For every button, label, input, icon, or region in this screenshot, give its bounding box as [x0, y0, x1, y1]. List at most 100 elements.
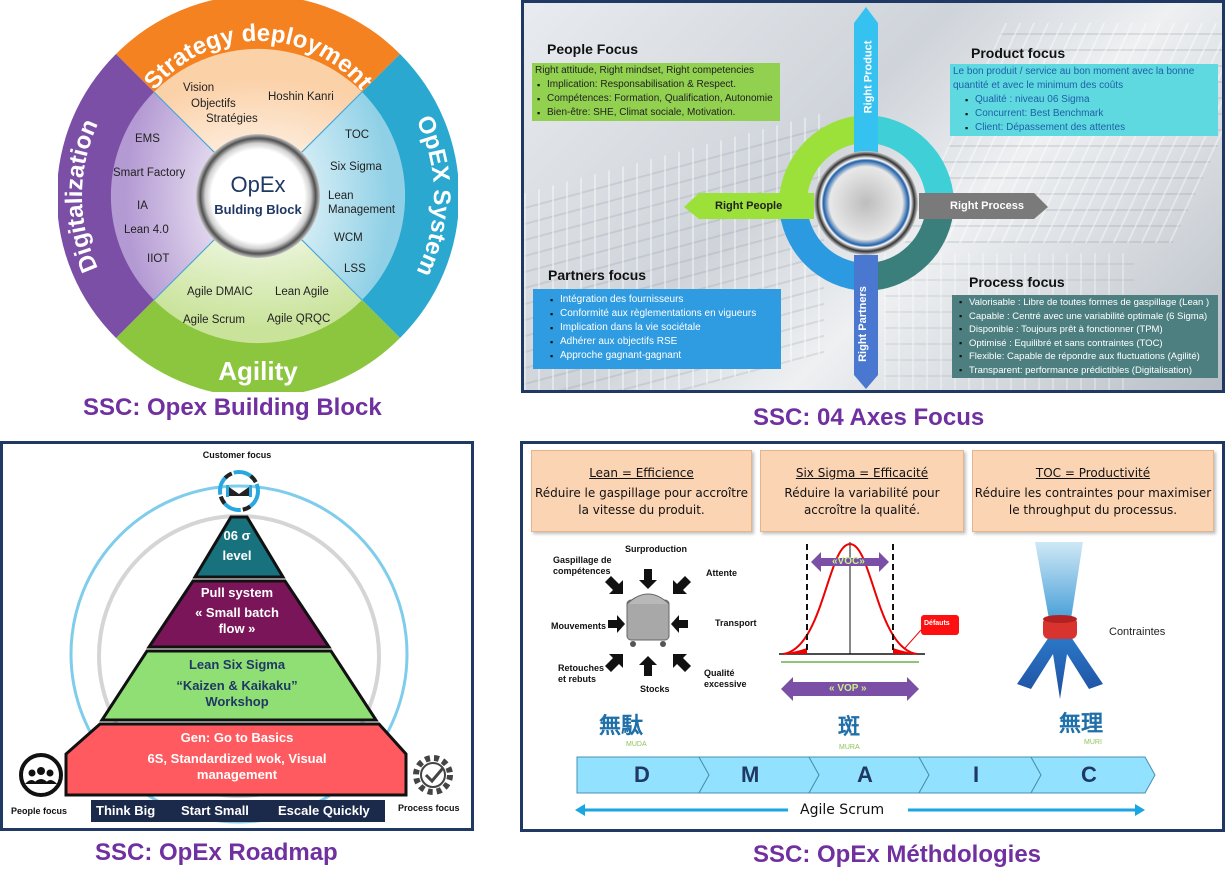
handshake-icon [218, 470, 260, 512]
waste-retouches-rebuts: Retouches et rebuts [558, 663, 605, 684]
caption-roadmap: SSC: OpEx Roadmap [95, 839, 338, 866]
defects-label: Défauts [924, 620, 950, 627]
caption-building-block: SSC: Opex Building Block [83, 394, 382, 421]
item-lss: LSS [344, 263, 366, 275]
item-wcm: WCM [334, 232, 363, 244]
people-focus-item: Bien-être: SHE, Climat sociale, Motivati… [537, 106, 777, 120]
label-right-partners: Right Partners [856, 286, 869, 362]
dmaic-chevrons [576, 756, 1156, 794]
pyramid-level-2 [146, 579, 332, 649]
level-1-line-1: 06 σ [223, 528, 251, 543]
partners-focus-item: Adhérer aux objectifs RSE [550, 335, 778, 349]
arc-product [867, 115, 954, 201]
process-focus-item: Capable : Centré avec une variabilité op… [959, 310, 1215, 324]
item-strategies: Stratégies [206, 113, 258, 125]
arc-process [867, 205, 954, 291]
waste-qualite-excessive: Qualité excessive [704, 668, 747, 689]
item-smart-factory: Smart Factory [113, 167, 186, 179]
vop-label: « VOP » [829, 683, 867, 694]
lean-box: Lean = Efficience Réduire le gaspillage … [531, 450, 752, 532]
toc-box: TOC = Productivité Réduire les contraint… [972, 450, 1214, 532]
inner-quadrants [110, 48, 406, 344]
level-3-line-2: “Kaizen & Kaikaku” [176, 678, 298, 693]
arrow-right-process [919, 193, 1048, 219]
partners-focus-item: Intégration des fournisseurs [550, 293, 778, 307]
center-subtitle: Bulding Block [214, 202, 302, 217]
item-iiot: IIOT [147, 253, 170, 265]
product-focus-item: Qualité : niveau 06 Sigma [965, 93, 1215, 107]
waste-mouvements: Mouvements [551, 621, 607, 631]
arc-people [779, 115, 865, 201]
voc-arrow [811, 552, 889, 572]
banner-think-big: Think Big [96, 803, 156, 818]
center-title: OpEx [230, 172, 286, 197]
banner-escale-quickly: Escale Quickly [278, 803, 370, 818]
waste-arrows [605, 569, 691, 676]
wheel-graphic: Strategy deployment OpEX System Digitali… [56, 0, 460, 398]
partners-focus-item: Approche gagnant-gagnant [550, 349, 778, 363]
constraint-label: Contraintes [1109, 626, 1166, 638]
muri-romaji: MURI [1084, 739, 1102, 746]
process-focus-item: Valorisable : Libre de toutes formes de … [959, 296, 1215, 310]
item-objectifs: Objectifs [191, 98, 236, 110]
process-focus-item: Disponible : Toujours prêt à fonctionner… [959, 323, 1215, 337]
level-2-line-1: Pull system [200, 585, 274, 600]
label-right-process: Right Process [950, 200, 1024, 212]
constraint-funnel [1017, 542, 1103, 699]
waste-attente: Attente [706, 568, 737, 578]
pyramid-level-3 [99, 649, 379, 722]
process-focus-title: Process focus [969, 274, 1065, 290]
people-focus-item: Implication: Responsabilisation & Respec… [537, 78, 777, 92]
item-ia: IA [137, 200, 148, 212]
mura-romaji: MURA [839, 744, 860, 751]
voc-label: «VOC» [832, 556, 865, 567]
process-focus-item: Transparent: performance prédictibles (D… [959, 364, 1215, 378]
level-1-line-2: level [222, 548, 252, 563]
methodologies-graphic [575, 542, 1156, 816]
item-agile-dmaic: Agile DMAIC [187, 286, 253, 298]
banner-start-small: Start Small [181, 803, 249, 818]
center-hub [196, 134, 320, 258]
waste-transport: Transport [715, 618, 757, 628]
people-focus-title: People Focus [547, 41, 639, 57]
partners-focus-item: Conformité aux règlementations en vigueu… [550, 307, 778, 321]
partners-focus-title: Partners focus [548, 267, 647, 283]
pyramid-level-4 [64, 722, 408, 797]
waste-bin-icon [626, 593, 670, 647]
product-focus-item: Concurrent: Best Benchmark [965, 107, 1215, 121]
mura-kanji: 斑 [838, 714, 861, 739]
item-hoshin-kanri: Hoshin Kanri [268, 91, 334, 103]
item-lean: Lean [328, 190, 354, 202]
six-sigma-box: Six Sigma = Efficacité Réduire la variab… [760, 450, 964, 532]
level-4-line-3: management [196, 767, 278, 782]
six-sigma-heading: Six Sigma = Efficacité [795, 466, 929, 480]
defects-badge [921, 615, 959, 635]
toc-heading: TOC = Productivité [1035, 466, 1151, 480]
pyramid-graphic [19, 470, 453, 824]
dmaic-improve: I [973, 762, 980, 787]
level-3-line-1: Lean Six Sigma [188, 657, 286, 672]
product-focus-title: Product focus [971, 45, 1066, 61]
level-4-line-1: Gen: Go to Basics [180, 730, 294, 745]
waste-gaspillage-competences: Gaspillage de compétences [553, 555, 612, 576]
dmaic-define: D [634, 762, 650, 787]
axes-focus-panel: Right Product Right People Right Process… [521, 0, 1225, 393]
six-sigma-text: Réduire la variabilité pour accroître la… [784, 486, 940, 517]
waste-surproduction: Surproduction [625, 544, 687, 554]
item-agile-scrum: Agile Scrum [183, 314, 245, 326]
opex-roadmap-panel: Customer focus 06 σ level Pull system « … [0, 441, 474, 831]
partners-focus-item: Implication dans la vie sociétale [550, 321, 778, 335]
lean-text: Réduire le gaspillage pour accroître la … [534, 486, 749, 517]
product-focus-box: Le bon produit / service au bon moment a… [950, 64, 1218, 136]
people-focus-label: People focus [11, 806, 68, 816]
arrow-right-people [684, 193, 814, 219]
process-focus-label: Process focus [398, 803, 460, 813]
process-focus-item: Optimisé : Equilibré et sans contraintes… [959, 337, 1215, 351]
opex-methodologies-panel: Lean = Efficience Réduire le gaspillage … [520, 441, 1225, 832]
people-focus-box: Right attitude, Right mindset, Right com… [532, 63, 780, 121]
item-six-sigma: Six Sigma [330, 161, 382, 173]
people-group-icon [19, 753, 63, 797]
partners-focus-box: Intégration des fournisseurs Conformité … [533, 289, 781, 369]
arrow-right-partners [854, 255, 878, 389]
item-agile-qrqc: Agile QRQC [267, 313, 331, 325]
